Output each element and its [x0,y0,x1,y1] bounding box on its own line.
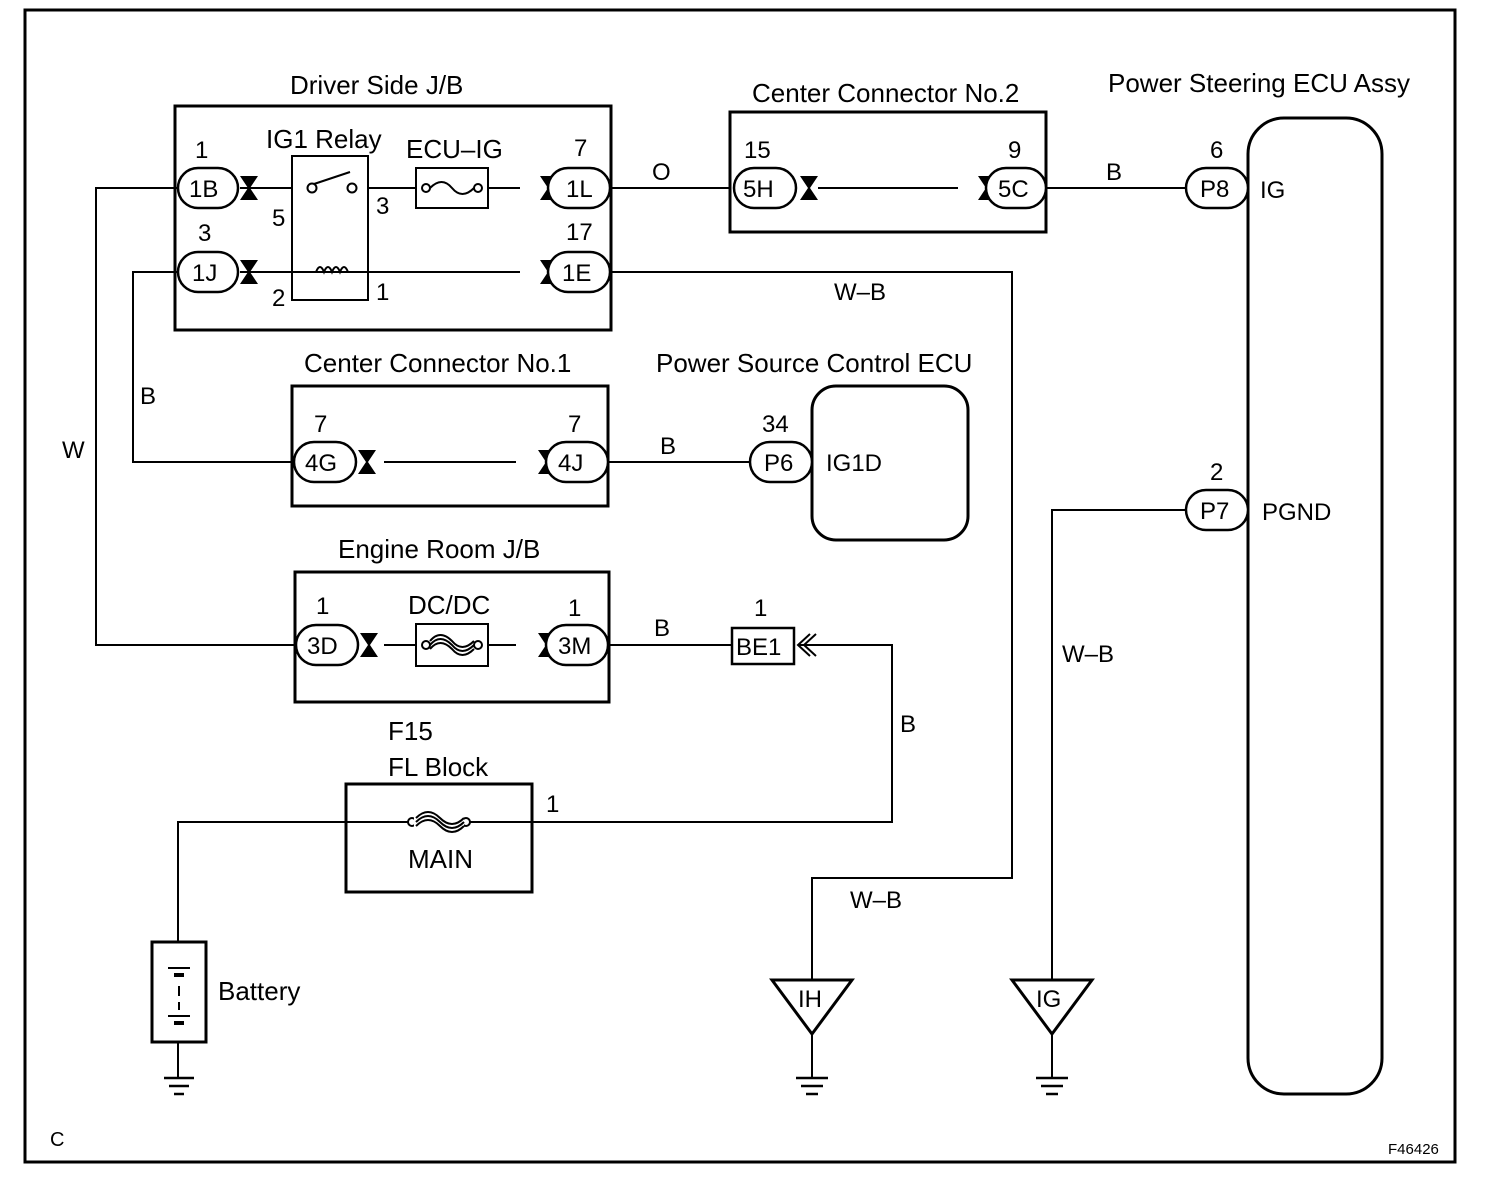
wire-w-left: W [62,437,85,464]
corner-left-mark: C [50,1129,64,1151]
svg-text:1E: 1E [562,260,591,287]
svg-text:P6: P6 [764,450,793,477]
ps-ecu-label: Power Steering ECU Assy [1108,68,1410,98]
connector-5c [984,166,1048,210]
svg-text:2: 2 [1210,459,1223,486]
power-source-ecu-label: Power Source Control ECU [656,348,972,378]
wire-b-er: B [654,615,670,642]
connector-be1: 1 BE1 [730,595,817,666]
connector-3m [544,623,610,667]
connector-4j [544,440,610,484]
svg-text:1: 1 [316,593,329,620]
ground-symbols: IH IG [164,978,1095,1096]
svg-text:5: 5 [272,205,285,232]
outer-frame [23,8,1457,1164]
connector-p8 [1184,166,1250,210]
svg-text:3: 3 [198,220,211,247]
svg-text:1B: 1B [189,176,218,203]
svg-text:17: 17 [566,219,593,246]
wires [95,187,1186,1078]
connector-5h [732,166,798,210]
ground-ig-label: IG [1036,986,1061,1013]
battery-ground-icon [164,1076,194,1096]
power-steering-ecu: Power Steering ECU Assy 6 P8 IG 2 P7 PGN… [1108,68,1410,1096]
connector-p7 [1184,488,1250,532]
svg-text:4G: 4G [305,450,337,477]
wire-wb-right: W–B [1062,641,1114,668]
fl-block-label: FL Block [388,752,489,782]
connector-1e: 17 1E [540,219,612,294]
svg-text:9: 9 [1008,137,1021,164]
wire-wb-lower: W–B [850,887,902,914]
driver-side-jb: Driver Side J/B IG1 Relay 5 3 2 1 ECU–IG… [173,70,613,332]
ig1-relay-label: IG1 Relay [266,124,382,154]
connector-1l: 7 1L [540,135,612,210]
terminal-pgnd: PGND [1262,499,1331,526]
ig-ground-icon: IG [1009,978,1095,1096]
engine-room-jb: Engine Room J/B 1 3D DC/DC 1 3M [293,534,611,704]
f15-label: F15 [388,716,433,746]
center-conn-2-label: Center Connector No.2 [752,78,1019,108]
svg-text:3: 3 [376,193,389,220]
ecu-ig-fuse: ECU–IG [406,134,503,209]
fl-block: F15 FL Block MAIN 1 [344,716,559,894]
wire-b-right: B [900,711,916,738]
center-conn-1-label: Center Connector No.1 [304,348,571,378]
dcdc-fuse [415,623,489,667]
figure-id: F46426 [1388,1141,1439,1158]
svg-text:1L: 1L [566,176,593,203]
svg-text:7: 7 [574,135,587,162]
svg-text:BE1: BE1 [736,634,781,661]
connector-p6 [748,440,814,484]
terminal-ig1d: IG1D [826,450,882,477]
svg-text:5H: 5H [743,176,774,203]
svg-text:4J: 4J [558,450,583,477]
ground-ih-label: IH [798,986,822,1013]
connector-1b: 1 1B [176,137,258,210]
svg-text:2: 2 [272,285,285,312]
svg-text:1: 1 [754,595,767,622]
svg-text:34: 34 [762,411,789,438]
svg-text:15: 15 [744,137,771,164]
wire-o: O [652,159,671,186]
center-connector-2: Center Connector No.2 15 5H 9 5C [728,78,1048,234]
terminal-ig: IG [1260,177,1285,204]
connector-3d [294,623,360,667]
ig1-relay: IG1 Relay 5 3 2 1 [266,124,389,312]
power-source-control-ecu: Power Source Control ECU 34 P6 IG1D [656,348,972,542]
svg-text:P7: P7 [1200,498,1229,525]
ecu-ig-label: ECU–IG [406,134,503,164]
svg-text:3M: 3M [558,633,591,660]
engine-room-jb-label: Engine Room J/B [338,534,540,564]
svg-text:P8: P8 [1200,176,1229,203]
wire-wb-top: W–B [834,279,886,306]
wire-b-left: B [140,383,156,410]
battery: Battery [150,940,300,1044]
connector-1j: 3 1J [176,220,258,294]
svg-text:7: 7 [568,411,581,438]
svg-text:1: 1 [568,595,581,622]
dcdc-label: DC/DC [408,590,490,620]
svg-text:7: 7 [314,411,327,438]
battery-label: Battery [218,976,300,1006]
ih-ground-icon: IH [769,978,855,1096]
driver-jb-label: Driver Side J/B [290,70,463,100]
svg-text:1J: 1J [192,260,217,287]
svg-text:1: 1 [195,137,208,164]
svg-text:5C: 5C [998,176,1029,203]
main-fuse-label: MAIN [408,844,473,874]
svg-text:3D: 3D [307,633,338,660]
center-connector-1: Center Connector No.1 7 4G 7 4J [290,348,610,508]
connector-4g [292,440,358,484]
wire-b-mid: B [660,433,676,460]
svg-text:6: 6 [1210,137,1223,164]
svg-text:1: 1 [546,791,559,818]
svg-text:1: 1 [376,279,389,306]
wire-b-top: B [1106,159,1122,186]
wire-labels: O B W–B B W B B B W–B W–B [62,159,1122,914]
